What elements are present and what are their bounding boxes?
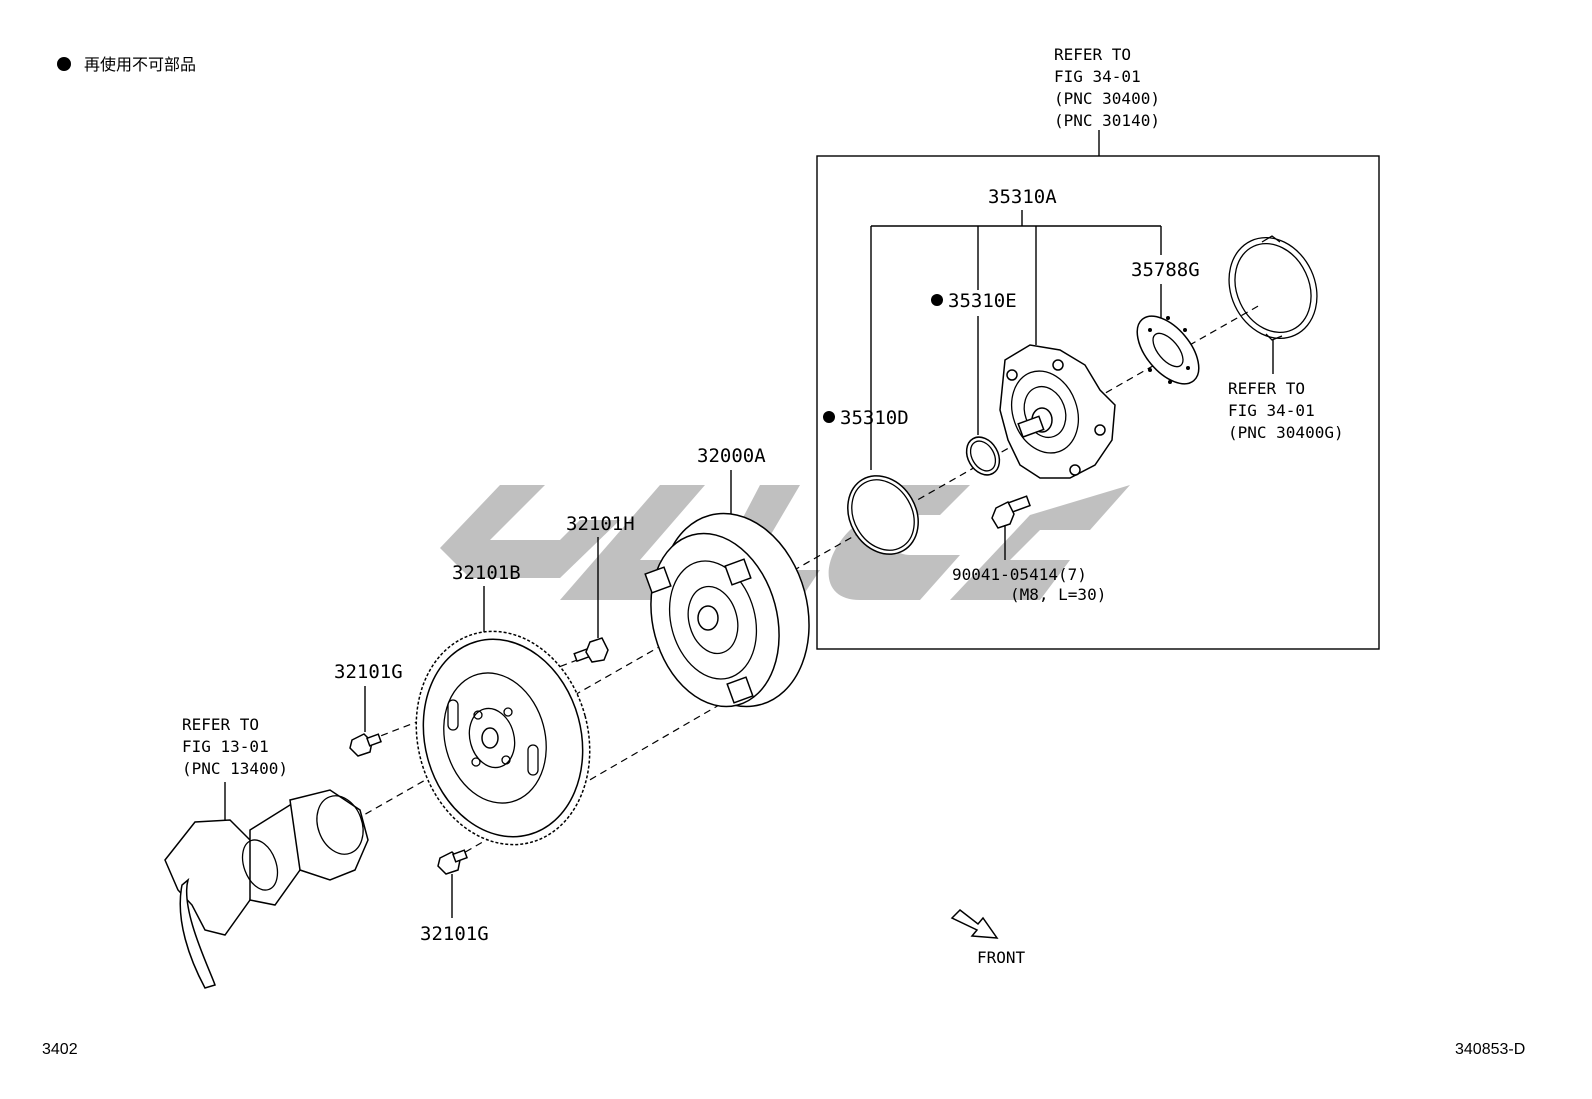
bolt-90041: [991, 495, 1031, 529]
right-ref-line-1: REFER TO: [1228, 379, 1305, 398]
part-label-32101B: 32101B: [452, 562, 521, 584]
pump-plate-35788G: [1136, 315, 1200, 385]
oil-pump-body: [999, 344, 1116, 479]
drive-plate-32101B: [415, 630, 591, 846]
part-label-35310D: 35310D: [840, 407, 909, 429]
frame-ref-line-3: (PNC 30400): [1054, 89, 1160, 108]
snap-ring: [1228, 235, 1318, 341]
filled-circle-icon: [57, 57, 71, 71]
part-label-32101H: 32101H: [566, 513, 635, 535]
crankshaft: [164, 789, 369, 989]
frame-ref-line-2: FIG 34-01: [1054, 67, 1141, 86]
right-ref-line-3: (PNC 30400G): [1228, 423, 1344, 442]
part-label-35310E: 35310E: [948, 290, 1017, 312]
part-label-90041: 90041-05414(7): [952, 565, 1087, 584]
part-label-32101G-lower: 32101G: [420, 923, 489, 945]
non-reusable-marker-icon: [823, 411, 835, 423]
bolt-32101H: [573, 637, 609, 663]
legend-text: 再使用不可部品: [84, 55, 196, 74]
torque-converter: [644, 512, 810, 708]
frame-ref-line-1: REFER TO: [1054, 45, 1131, 64]
assembly-frame: [816, 155, 1380, 650]
o-ring-35310E: [965, 436, 1001, 476]
bolt-32101G-lower: [437, 849, 468, 875]
frame-ref-line-4: (PNC 30140): [1054, 111, 1160, 130]
part-label-35788G: 35788G: [1131, 259, 1200, 281]
left-ref-line-1: REFER TO: [182, 715, 259, 734]
right-ref-line-2: FIG 34-01: [1228, 401, 1315, 420]
bolt-32101G-upper: [349, 733, 382, 757]
part-label-35310A: 35310A: [988, 186, 1057, 208]
non-reusable-marker-icon: [931, 294, 943, 306]
page-code-right: 340853-D: [1455, 1041, 1525, 1058]
front-arrow-icon: [950, 909, 999, 939]
front-label: FRONT: [977, 948, 1026, 967]
left-ref-line-2: FIG 13-01: [182, 737, 269, 756]
page-code-left: 3402: [42, 1041, 78, 1058]
part-label-32000A: 32000A: [697, 445, 766, 467]
bolt-spec: (M8, L=30): [1010, 585, 1106, 604]
left-ref-line-3: (PNC 13400): [182, 759, 288, 778]
part-label-32101G-upper: 32101G: [334, 661, 403, 683]
o-ring-35310D: [847, 475, 919, 555]
